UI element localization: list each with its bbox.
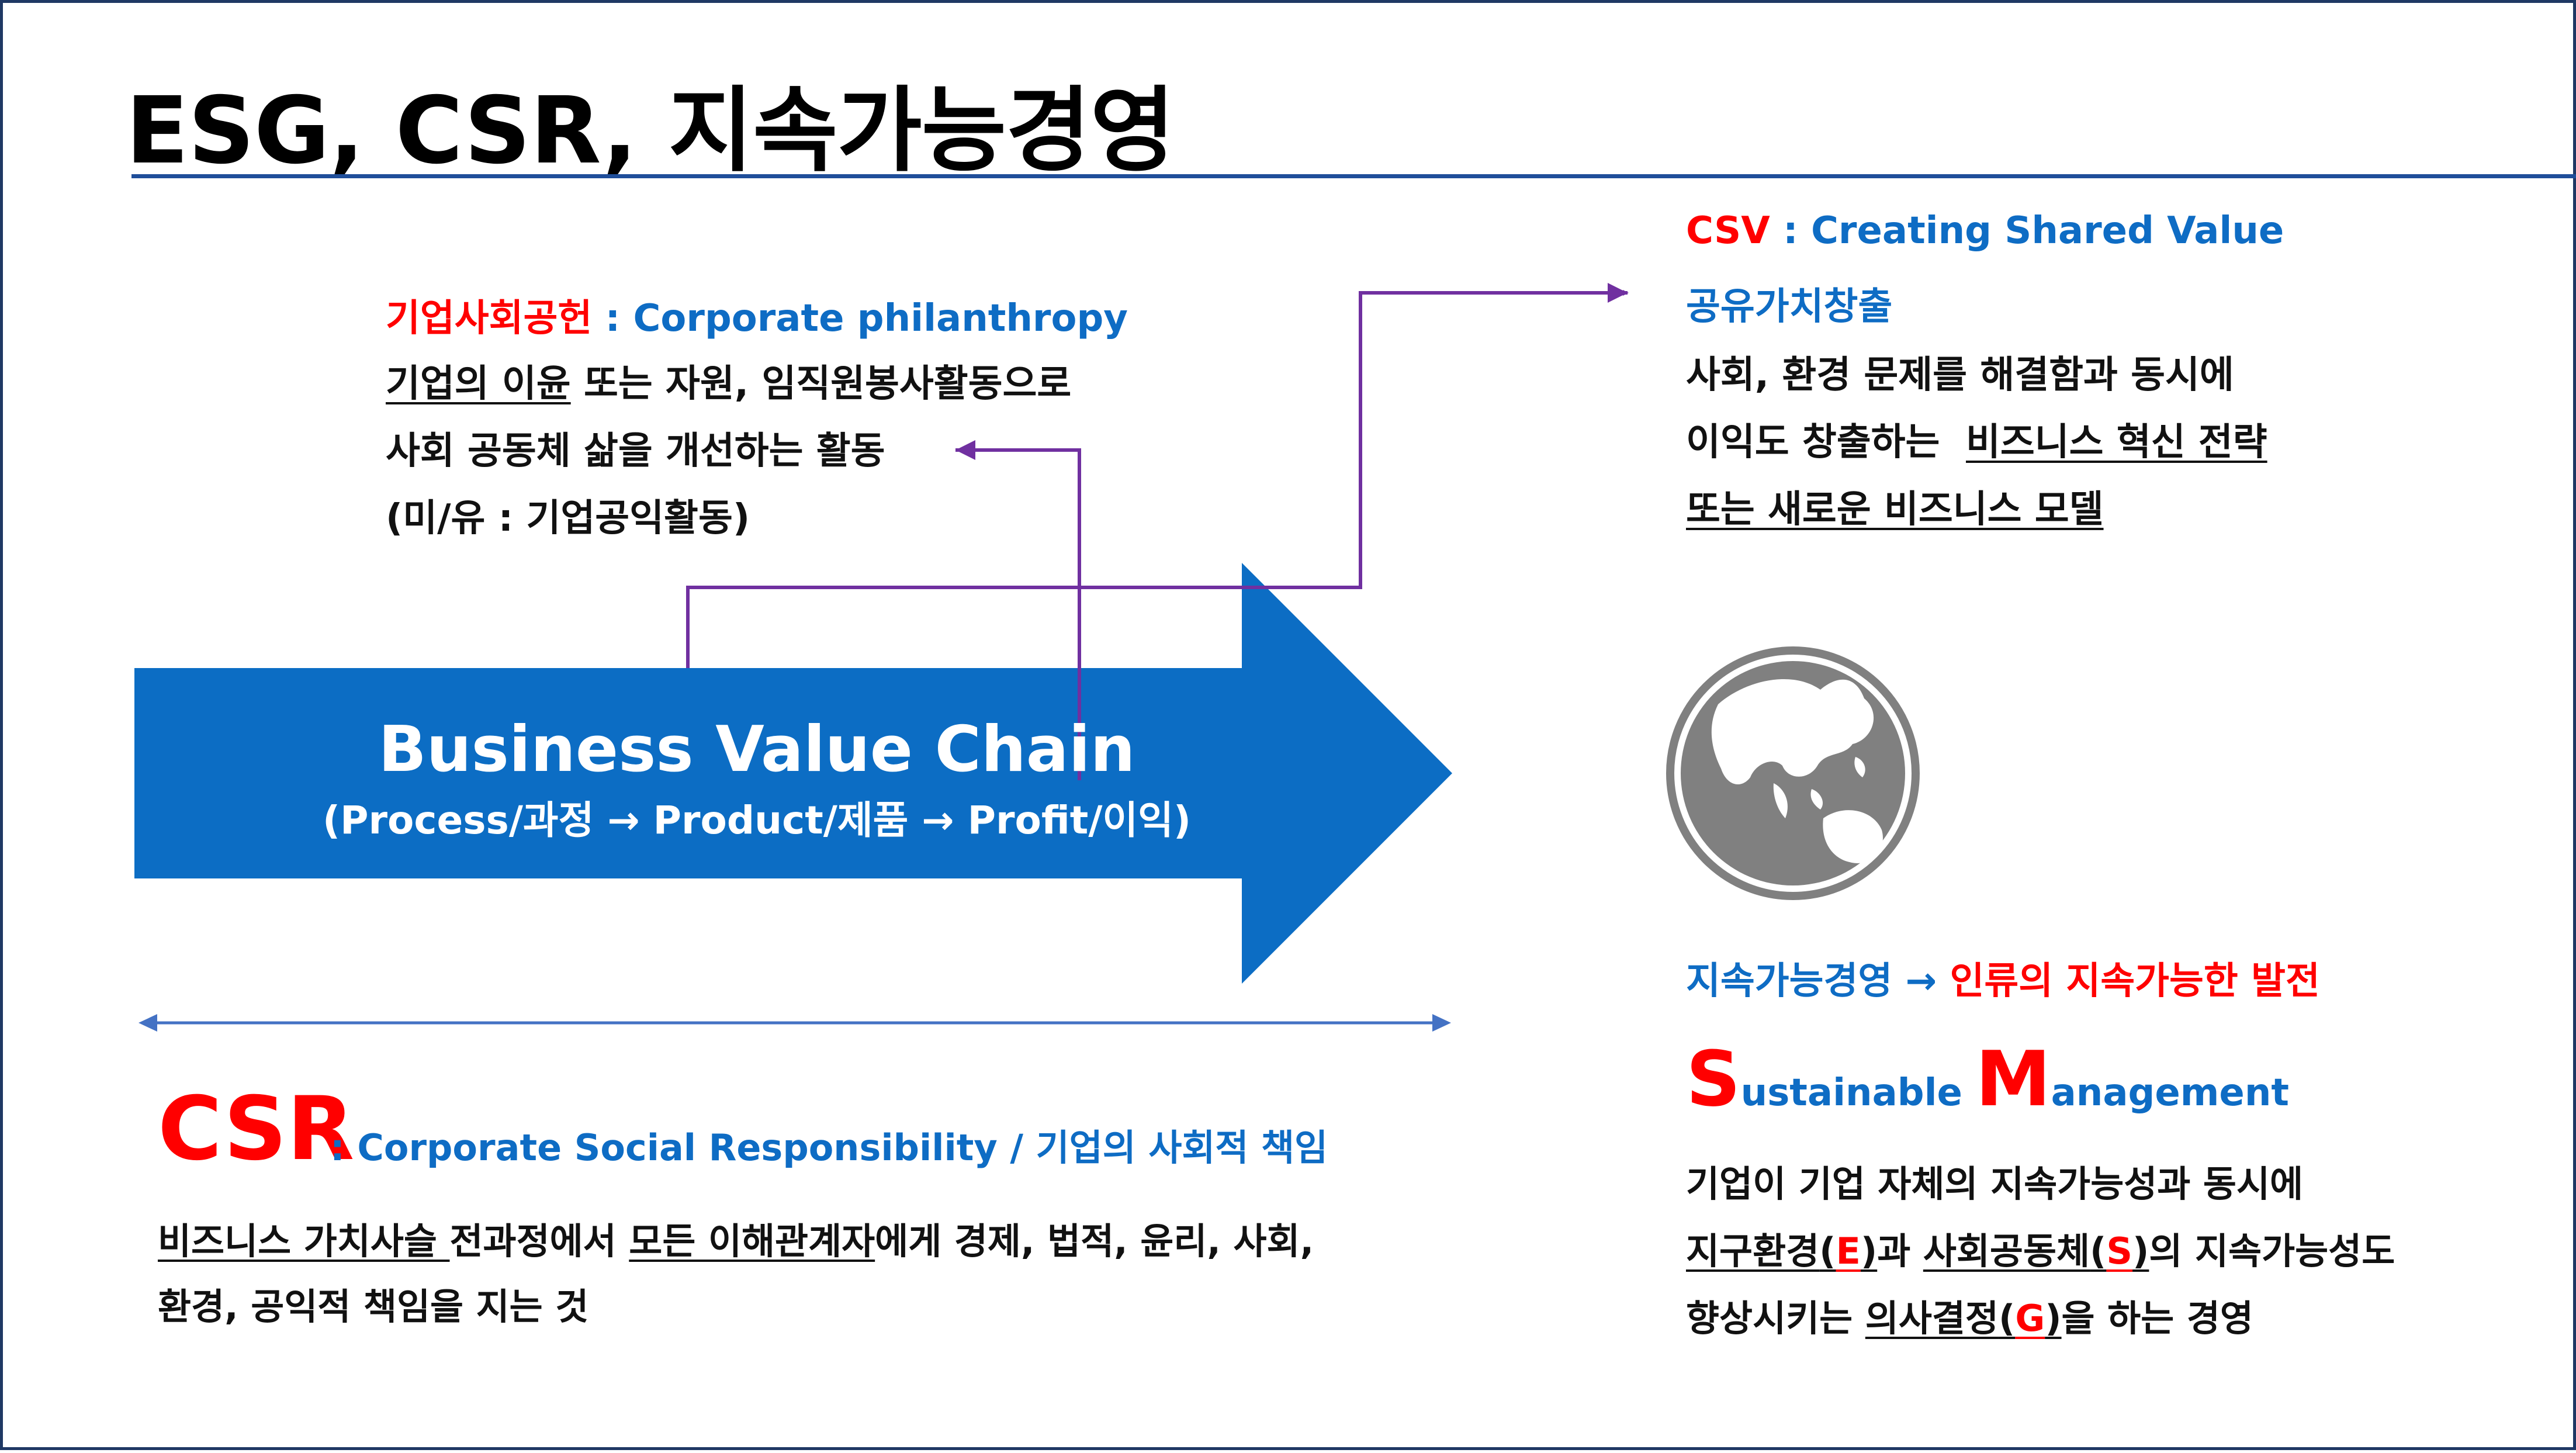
csv-line3: 또는 새로운 비즈니스 모델 — [1686, 479, 2104, 533]
sustainable-line3: 향상시키는 의사결정(G)을 하는 경영 — [1686, 1289, 2253, 1341]
philanthropy-line3: (미/유 : 기업공익활동) — [386, 497, 750, 540]
csv-heading: CSV : Creating Shared Value — [1686, 209, 2284, 252]
sustainable-line2: 지구환경(E)과 사회공동체(S)의 지속가능성도 — [1686, 1222, 2395, 1274]
csr-definition: : Corporate Social Responsibility / 기업의 … — [330, 1126, 1328, 1169]
philanthropy-heading-en: : Corporate philanthropy — [592, 297, 1128, 340]
esg-g-letter: G — [2015, 1297, 2045, 1340]
paren-close-g: ) — [2045, 1297, 2062, 1340]
philanthropy-heading-ko: 기업사회공헌 — [386, 297, 593, 340]
csv-line1: 사회, 환경 문제를 해결함과 동시에 — [1686, 354, 2234, 397]
paren-close-e: ) — [1860, 1230, 1878, 1272]
paren-open-s: ( — [2090, 1230, 2107, 1272]
csr-abbr: CSR — [158, 1078, 355, 1180]
csr-line1-plain-2: 에게 경제, 법적, 윤리, 사회, — [875, 1220, 1314, 1262]
sustainable-tagline: 지속가능경영 → 인류의 지속가능한 발전 — [1686, 951, 2320, 1005]
csv-line2-underlined: 비즈니스 혁신 전략 — [1966, 421, 2267, 464]
globe-icon — [1666, 646, 1920, 900]
sustainable-line2-p2: 의 지속가능성도 — [2149, 1230, 2395, 1272]
csv-arrowhead — [1608, 283, 1628, 303]
diagram-layer — [134, 283, 1920, 1032]
value-chain-subtitle: (Process/과정 → Product/제품 → Profit/이익) — [322, 798, 1192, 843]
paren-close-s: ) — [2132, 1230, 2149, 1272]
sustainable-line3-p1: 향상시키는 — [1686, 1297, 1865, 1340]
philanthropy-heading: 기업사회공헌 : Corporate philanthropy — [386, 288, 1128, 342]
value-chain-title: Business Value Chain — [378, 713, 1135, 786]
csv-line2-plain: 이익도 창출하는 — [1686, 421, 1953, 464]
csr-line1: 비즈니스 가치사슬 전과정에서 모든 이해관계자에게 경제, 법적, 윤리, 사… — [158, 1212, 1314, 1264]
span-left-arrowhead — [139, 1014, 157, 1032]
title-underline — [131, 174, 2576, 178]
sustainable-tagline-blue: 지속가능경영 → — [1686, 960, 1950, 1003]
sustainable-line3-p2: 을 하는 경영 — [2061, 1297, 2253, 1340]
paren-open-g: ( — [1998, 1297, 2016, 1340]
csv-abbr: CSV — [1686, 209, 1770, 252]
connector-to-philanthropy — [955, 448, 1081, 780]
page-title: ESG, CSR, 지속가능경영 — [126, 77, 1175, 185]
paren-open-e: ( — [1819, 1230, 1836, 1272]
csv-line2: 이익도 창출하는 비즈니스 혁신 전략 — [1686, 412, 2267, 466]
philanthropy-line1-underlined: 기업의 이윤 — [386, 362, 571, 406]
csr-line1-underlined-1: 비즈니스 가치사슬 — [158, 1220, 450, 1262]
sustainable-line2-p1: 과 — [1877, 1230, 1923, 1272]
philanthropy-arrowhead — [955, 440, 975, 460]
csr-line2: 환경, 공익적 책임을 지는 것 — [158, 1285, 589, 1328]
sustainable-management-heading: Sustainable Management — [1686, 1035, 2289, 1123]
sustainable-line1: 기업이 기업 자체의 지속가능성과 동시에 — [1686, 1163, 2304, 1205]
csv-heading-en: : Creating Shared Value — [1770, 209, 2284, 252]
sm-s-rest: ustainable — [1740, 1071, 1976, 1115]
esg-e-letter: E — [1836, 1230, 1861, 1272]
csv-heading-ko: 공유가치창출 — [1686, 285, 1893, 328]
sm-s-letter: S — [1686, 1035, 1741, 1123]
span-right-arrowhead — [1432, 1014, 1451, 1032]
csv-line3-underlined: 또는 새로운 비즈니스 모델 — [1686, 488, 2104, 531]
philanthropy-line1: 기업의 이윤 또는 자원, 임직원봉사활동으로 — [386, 354, 1071, 407]
philanthropy-line1-rest: 또는 자원, 임직원봉사활동으로 — [570, 362, 1072, 406]
esg-s-letter: S — [2106, 1230, 2133, 1272]
connector-to-csv — [686, 290, 1629, 668]
sustainable-tagline-red: 인류의 지속가능한 발전 — [1950, 960, 2320, 1003]
sustainable-line3-u1: 의사결정 — [1865, 1297, 1999, 1340]
value-chain-arrow — [134, 563, 1452, 984]
sustainable-line2-u1: 지구환경 — [1686, 1230, 1820, 1272]
csr-line1-underlined-2: 모든 이해관계자 — [629, 1220, 875, 1262]
csr-line1-plain-1: 전과정에서 — [449, 1220, 629, 1262]
sm-m-letter: M — [1975, 1035, 2051, 1123]
philanthropy-line2: 사회 공동체 삶을 개선하는 활동 — [386, 430, 885, 473]
sustainable-line2-u2: 사회공동체 — [1923, 1230, 2090, 1272]
sm-m-rest: anagement — [2051, 1071, 2289, 1115]
